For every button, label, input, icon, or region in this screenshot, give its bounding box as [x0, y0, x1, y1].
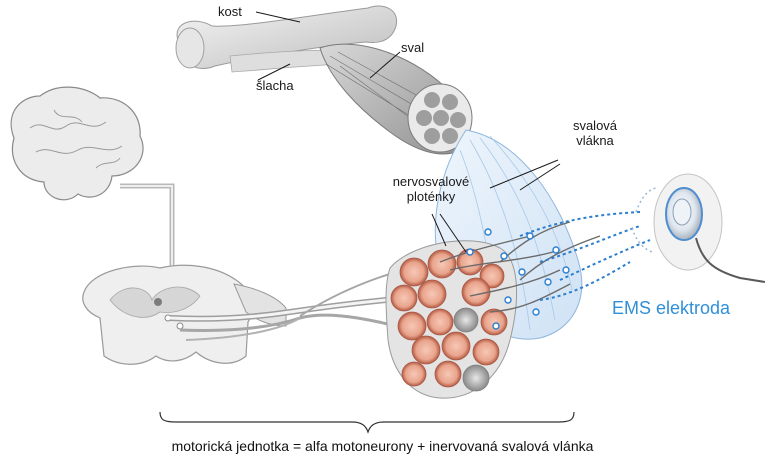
- diagram-caption: motorická jednotka = alfa motoneurony + …: [171, 438, 594, 454]
- muscle-cross-section: [407, 83, 473, 153]
- nerve-branches: [439, 211, 651, 313]
- label-endplates-line2: ploténky: [406, 189, 456, 204]
- muscle-fascicle-bundle: [385, 240, 517, 399]
- label-endplates-line1: nervosvalové: [392, 174, 470, 189]
- label-muscle-fibers-line2: vlákna: [576, 133, 614, 148]
- caption-brace: [159, 411, 575, 434]
- ems-electrode: [631, 173, 765, 283]
- brain-nerve-pathway: [120, 183, 175, 298]
- label-bone: kost: [218, 4, 242, 19]
- label-ems-electrode: EMS elektroda: [612, 298, 731, 318]
- brain: [10, 86, 144, 201]
- label-neuromuscular-endplates: nervosvalové ploténky: [376, 174, 486, 204]
- label-leader-lines: [255, 11, 561, 253]
- neuromuscular-endplates: [466, 228, 570, 330]
- label-muscle-fibers: svalová vlákna: [560, 118, 630, 148]
- label-tendon: šlacha: [256, 78, 294, 93]
- bone: [175, 5, 398, 69]
- label-muscle: sval: [401, 40, 425, 55]
- label-muscle-fibers-line1: svalová: [572, 118, 618, 133]
- muscle: [319, 43, 473, 155]
